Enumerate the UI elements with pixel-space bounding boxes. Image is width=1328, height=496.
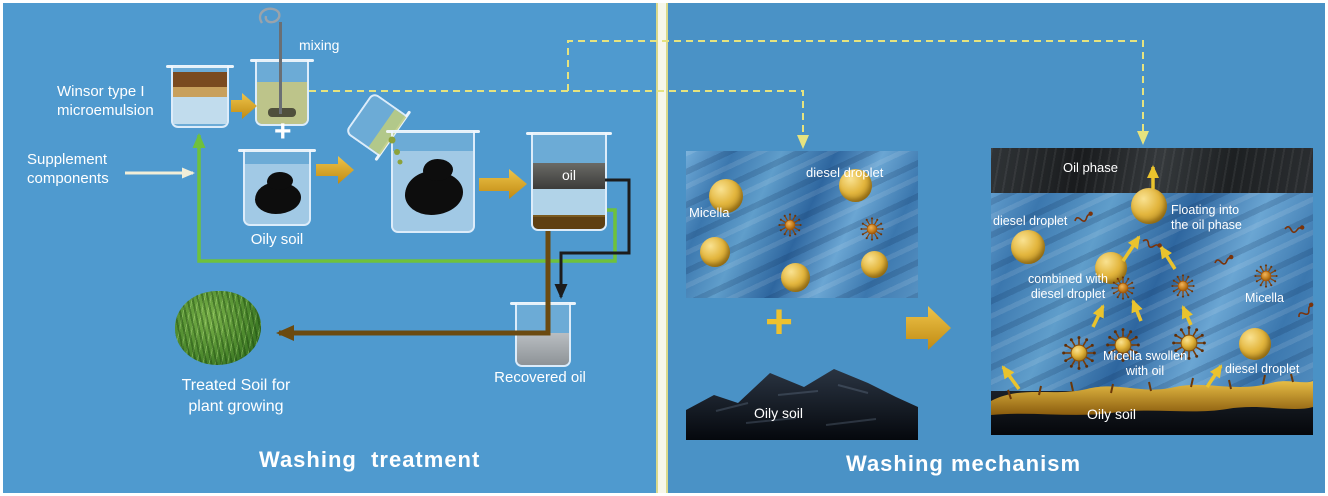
plus-sign-left: + (274, 115, 292, 148)
diesel-droplet-label: diesel droplet (993, 214, 1068, 228)
beaker-glass (391, 131, 475, 233)
floating-label-line1: Floating into (1171, 203, 1240, 217)
oil-layer (173, 72, 227, 87)
mountain-shape (686, 369, 918, 440)
diesel-droplet (709, 179, 743, 213)
winsor-label-line1: Winsor type I (57, 83, 145, 100)
oil-layer: oil (533, 163, 605, 189)
recovered-oil-beaker (510, 302, 576, 367)
stirrer-rod (279, 22, 282, 114)
diesel-droplet (1239, 328, 1271, 360)
oily-soil-mountain-label: Oily soil (754, 405, 804, 421)
mechanism-diagram-image: Oil phase diesel droplet Floating into t… (991, 148, 1313, 435)
swollen-label-line1: Micella swollen (1102, 349, 1188, 363)
middle-layer (173, 87, 227, 97)
beaker-glass: oil (531, 133, 607, 231)
left-panel-title: Washing treatment (259, 447, 481, 472)
diesel-droplet (861, 251, 888, 278)
treated-soil-label-line1: Treated Soil for (181, 377, 291, 394)
recovered-oil-label: Recovered oil (494, 369, 586, 386)
water-layer (173, 97, 227, 124)
swollen-micelle-icon (1061, 335, 1097, 371)
microemulsion-liquid (257, 82, 307, 124)
micelle-icon (859, 216, 885, 242)
micelle-icon (777, 212, 803, 238)
panel-divider (654, 3, 670, 493)
beaker-rim (250, 59, 314, 62)
swollen-label-line2: with oil (1125, 364, 1165, 378)
treated-soil-label-line2: plant growing (188, 398, 284, 415)
washing-beaker (386, 130, 480, 233)
diesel-droplet (781, 263, 810, 292)
mixing-label: mixing (299, 37, 340, 53)
plus-sign-right: + (765, 296, 794, 349)
separation-beaker: oil (526, 132, 612, 231)
oil-phase-label: Oil phase (1063, 160, 1118, 175)
oil-label: oil (561, 167, 576, 183)
diesel-droplet-label: diesel droplet (1225, 362, 1300, 376)
supplement-label-line2: components (27, 169, 109, 187)
diesel-droplet-label: diesel droplet (806, 165, 884, 180)
diesel-droplet (839, 169, 872, 202)
stirrer-swirl-icon (258, 7, 281, 24)
surfactant-tufts (1007, 373, 1294, 400)
diesel-droplet (700, 237, 730, 267)
gold-surfactant-band (991, 381, 1313, 415)
oily-soil-label-mechanism: Oily soil (1087, 406, 1137, 422)
winsor-label: Winsor type I microemulsion (57, 83, 175, 121)
floating-label: Floating into the oil phase (1171, 203, 1242, 233)
micelle-icon (1170, 273, 1196, 299)
oil-phase-strip (991, 148, 1313, 193)
mixing-beaker (250, 22, 314, 126)
micella-label: Micella (689, 205, 730, 220)
floating-diesel-droplet (1131, 188, 1167, 224)
treated-soil-grass-photo (175, 291, 261, 365)
treated-soil-label: Treated Soil for plant growing (151, 375, 321, 417)
oily-soil-label-left: Oily soil (250, 231, 304, 248)
micelle-icon (1253, 263, 1279, 289)
water-layer (533, 189, 605, 215)
beaker-rim (166, 65, 234, 68)
swollen-label: Micella swollen with oil (1093, 349, 1197, 379)
beaker-glass (171, 66, 229, 128)
diesel-droplet (1011, 230, 1045, 264)
beaker-glass (243, 150, 311, 226)
combined-label: combined with diesel droplet (1015, 272, 1121, 302)
supplement-label: Supplement components (27, 151, 127, 189)
stirrer-paddle (268, 108, 296, 117)
oily-soil-beaker (238, 149, 316, 226)
combined-label-line2: diesel droplet (1030, 287, 1106, 301)
winsor-label-line2: microemulsion (57, 101, 154, 119)
supplement-label-line1: Supplement (27, 151, 108, 168)
floating-label-line2: the oil phase (1171, 218, 1242, 232)
combined-label-line1: combined with (1028, 272, 1108, 286)
micella-label: Micella (1245, 291, 1284, 305)
beaker-glass (515, 303, 571, 367)
recovered-oil-liquid (517, 333, 569, 365)
beaker-glass (255, 60, 309, 126)
oily-soil-layer (991, 373, 1313, 435)
right-panel-title: Washing mechanism (846, 451, 1082, 476)
sediment-layer (533, 215, 605, 229)
oily-soil-mountain-image: Oily soil (686, 363, 918, 440)
winsor-beaker (166, 65, 234, 128)
micelle-diagram-image: Micella diesel droplet (686, 151, 918, 298)
washing-treatment-panel (3, 3, 656, 493)
